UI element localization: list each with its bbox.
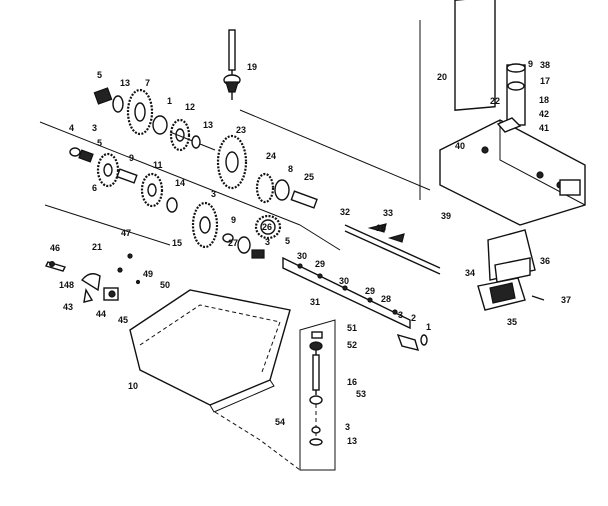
- callout-30: 30: [339, 276, 349, 286]
- callout-5: 5: [285, 236, 290, 246]
- callout-11: 11: [153, 160, 163, 170]
- callout-5: 5: [97, 138, 102, 148]
- callout-13: 13: [120, 78, 130, 88]
- callout-9: 9: [231, 215, 236, 225]
- callout-8: 8: [288, 164, 293, 174]
- callout-43: 43: [63, 302, 73, 312]
- callout-12: 12: [185, 102, 195, 112]
- callout-9: 9: [528, 59, 533, 69]
- base-plate-10: [129, 289, 301, 471]
- callout-17: 17: [540, 76, 550, 86]
- callout-10: 10: [128, 381, 138, 391]
- callout-35: 35: [507, 317, 517, 327]
- pin-19: [223, 29, 241, 100]
- callout-46: 46: [50, 243, 60, 253]
- axis-lines: [39, 20, 431, 251]
- callout-3: 3: [345, 422, 350, 432]
- callout-23: 23: [236, 125, 246, 135]
- callout-34: 34: [465, 268, 475, 278]
- callout-26: 26: [262, 222, 272, 232]
- callout-50: 50: [160, 280, 170, 290]
- callout-49: 49: [143, 269, 153, 279]
- callout-42: 42: [539, 109, 549, 119]
- callout-38: 38: [540, 60, 550, 70]
- callout-3: 3: [92, 123, 97, 133]
- callout-51: 51: [347, 323, 357, 333]
- callout-4: 4: [69, 123, 74, 133]
- callout-18: 18: [539, 95, 549, 105]
- callout-29: 29: [315, 259, 325, 269]
- callout-52: 52: [347, 340, 357, 350]
- callout-3: 3: [265, 237, 270, 247]
- shaft-51: [299, 319, 336, 471]
- callout-31: 31: [310, 297, 320, 307]
- callout-40: 40: [455, 141, 465, 151]
- callout-2: 2: [411, 313, 416, 323]
- callout-45: 45: [118, 315, 128, 325]
- callout-33: 33: [383, 208, 393, 218]
- callout-13: 13: [203, 120, 213, 130]
- callout-14: 14: [175, 178, 185, 188]
- callout-3: 3: [398, 310, 403, 320]
- bracket-34: [477, 229, 545, 311]
- middle-gear-train: [69, 147, 178, 213]
- upper-gear-train: [93, 87, 216, 152]
- bar-31: [282, 256, 428, 351]
- callout-3: 3: [211, 189, 216, 199]
- housing-39: [439, 0, 586, 226]
- callout-22: 22: [490, 96, 500, 106]
- callout-5: 5: [97, 70, 102, 80]
- callout-16: 16: [347, 377, 357, 387]
- callout-54: 54: [275, 417, 285, 427]
- callout-1: 1: [426, 322, 431, 332]
- callout-28: 28: [381, 294, 391, 304]
- callout-148: 148: [59, 280, 74, 290]
- callout-21: 21: [92, 242, 102, 252]
- callout-29: 29: [365, 286, 375, 296]
- callout-47: 47: [121, 228, 131, 238]
- ring-26: [222, 214, 282, 259]
- callout-25: 25: [304, 172, 314, 182]
- callout-19: 19: [247, 62, 257, 72]
- gear-23-assembly: [191, 134, 318, 249]
- callout-20: 20: [437, 72, 447, 82]
- callout-44: 44: [96, 309, 106, 319]
- callout-27: 27: [228, 238, 238, 248]
- callout-13: 13: [347, 436, 357, 446]
- shaft-32: [344, 223, 441, 275]
- lower-left-small-parts: [44, 253, 141, 303]
- callout-36: 36: [540, 256, 550, 266]
- callout-37: 37: [561, 295, 571, 305]
- callout-6: 6: [92, 183, 97, 193]
- callout-39: 39: [441, 211, 451, 221]
- callout-32: 32: [340, 207, 350, 217]
- callout-30: 30: [297, 251, 307, 261]
- callout-16: 16: [376, 223, 386, 233]
- callout-labels: 5 13 7 19 1 12 13 4 3 23 5 9 11 6 24 8 2…: [50, 59, 571, 446]
- callout-41: 41: [539, 123, 549, 133]
- callout-24: 24: [266, 151, 276, 161]
- callout-15: 15: [172, 238, 182, 248]
- callout-53: 53: [356, 389, 366, 399]
- callout-9: 9: [129, 153, 134, 163]
- callout-7: 7: [145, 78, 150, 88]
- callout-1: 1: [167, 96, 172, 106]
